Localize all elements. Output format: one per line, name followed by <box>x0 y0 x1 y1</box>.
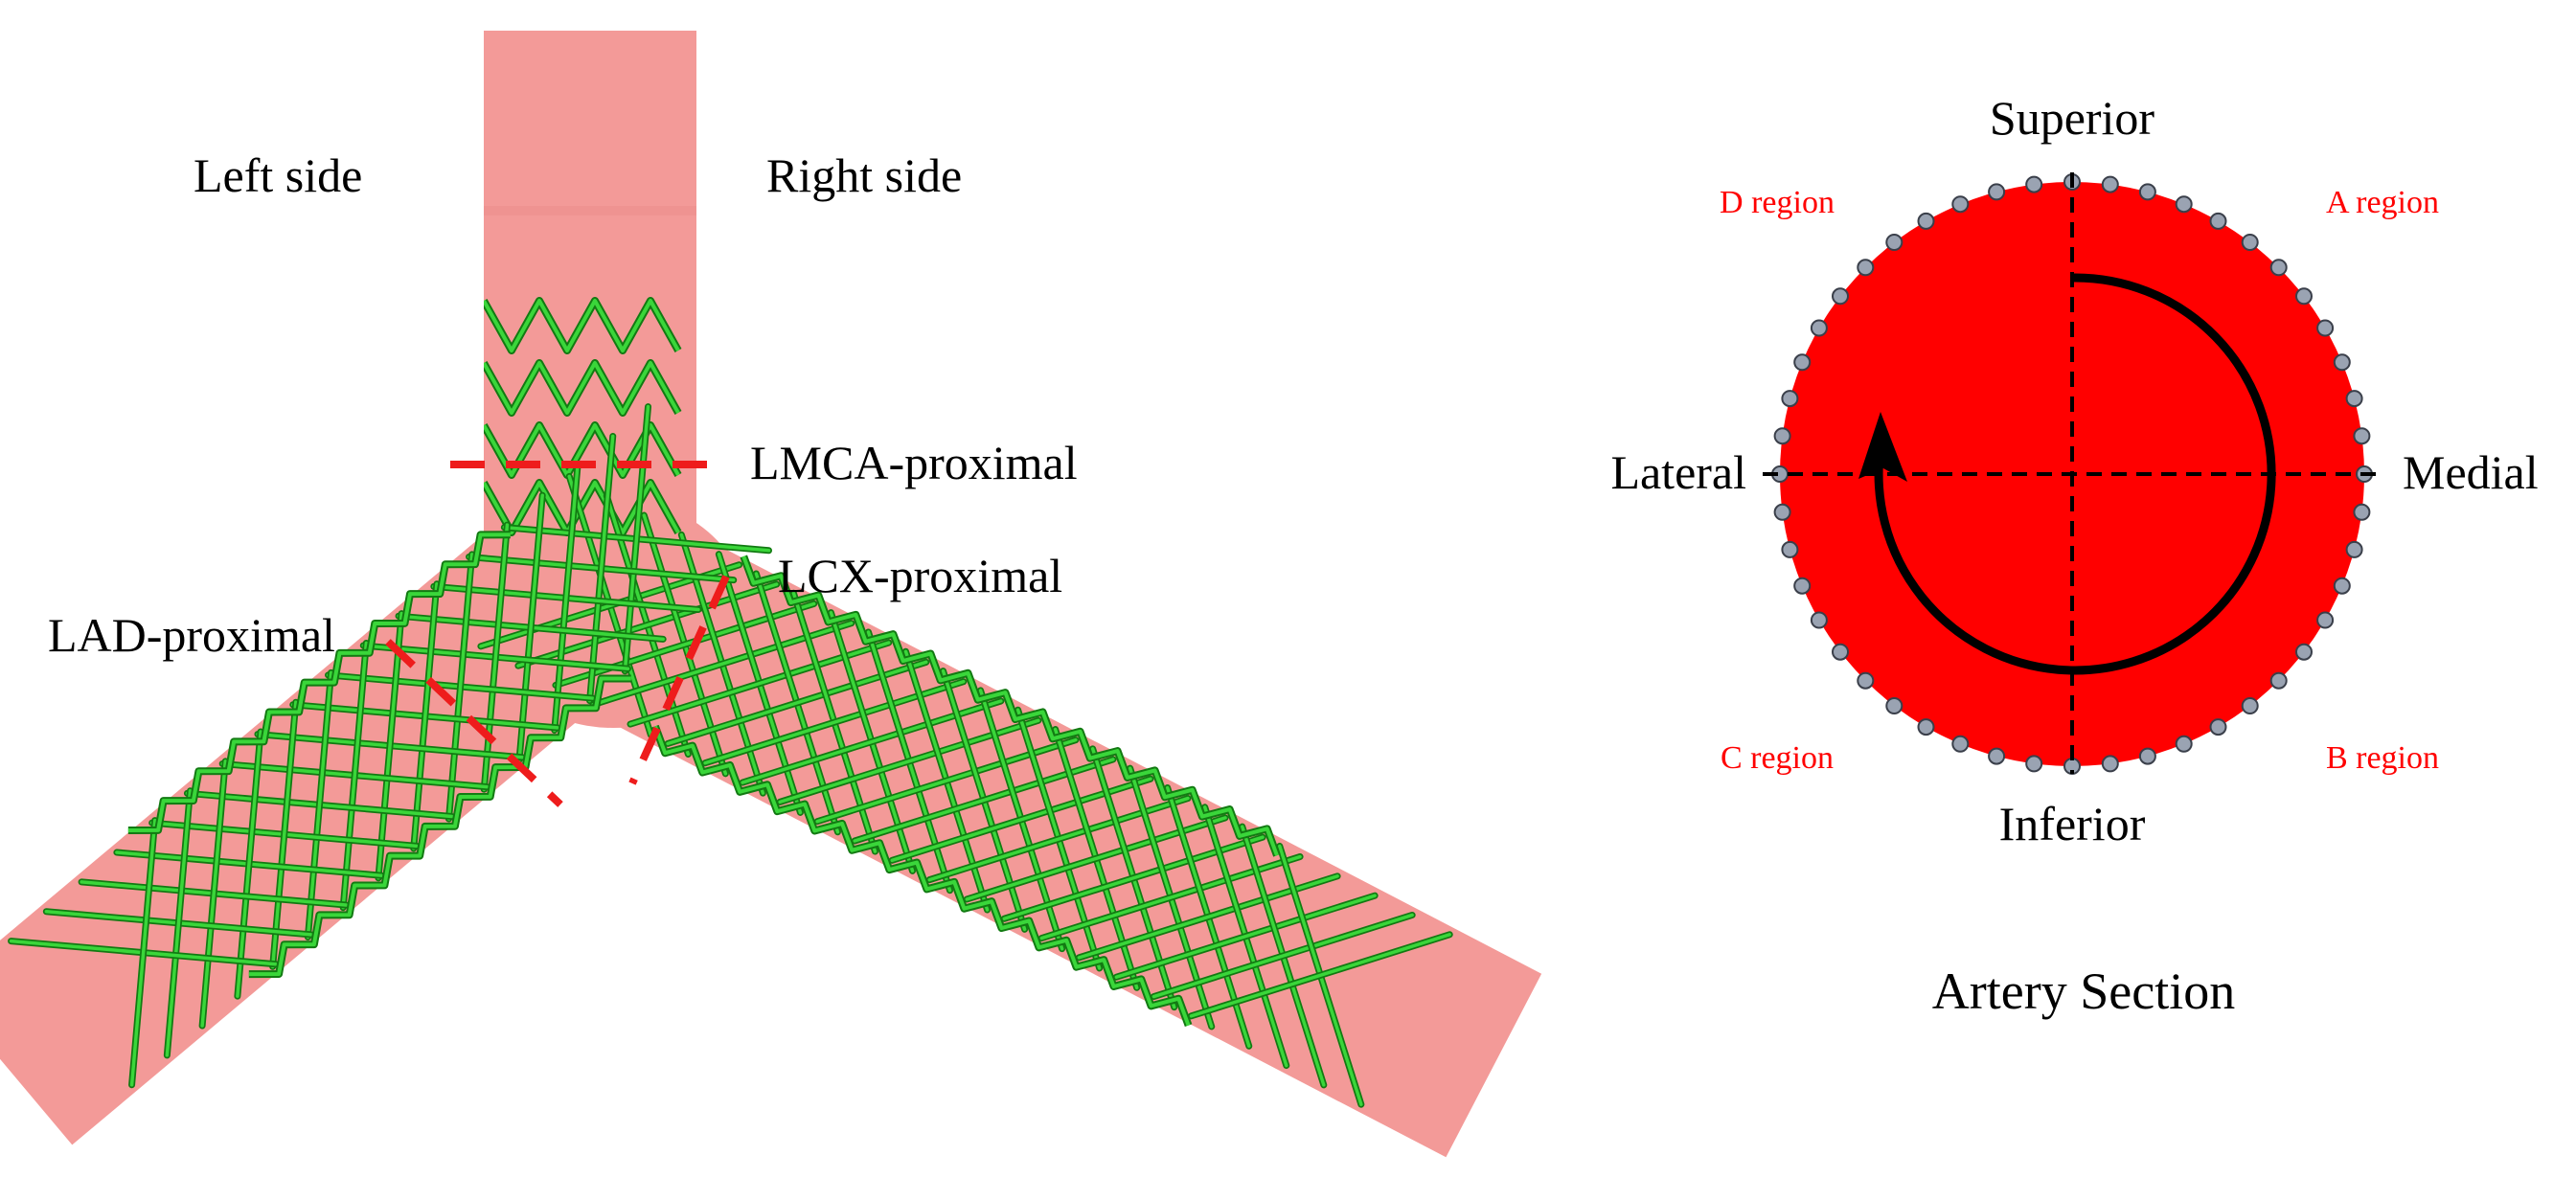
stent-strut <box>200 759 228 1028</box>
lcx-cut-line <box>628 575 730 785</box>
strut-node <box>1810 319 1828 337</box>
strut-node <box>2269 671 2288 690</box>
lcx-stent <box>477 472 1453 1108</box>
artery-section-title: Artery Section <box>1932 963 2235 1020</box>
strut-node <box>2209 212 2227 230</box>
strut-node <box>1793 353 1812 372</box>
strut-node <box>2316 319 2335 337</box>
strut-node <box>2316 611 2335 629</box>
stent-edge <box>248 676 631 977</box>
stent-strut <box>446 553 474 821</box>
strut-node <box>2333 353 2351 372</box>
strut-node <box>2269 259 2288 277</box>
lad-proximal-label: LAD-proximal <box>48 608 335 662</box>
rotation-direction-arrow <box>1874 273 2276 675</box>
stent-strut <box>517 493 544 762</box>
left-side-label: Left side <box>194 148 362 202</box>
strut-node <box>1773 427 1791 445</box>
lcx-vessel <box>613 540 1542 1158</box>
stent-strut <box>341 641 369 910</box>
strut-node <box>1773 503 1791 521</box>
stent-edge <box>741 555 1279 856</box>
stent-strut <box>1151 913 1414 999</box>
artery-section-diagram: Superior Inferior Lateral Medial D regio… <box>1610 91 2538 1020</box>
strut-node <box>2345 540 2363 558</box>
lad-stent <box>8 403 772 1089</box>
strut-node <box>2025 755 2043 773</box>
strut-node <box>2353 427 2371 445</box>
d-region-label: D region <box>1720 185 1835 220</box>
stent-strut <box>553 464 580 733</box>
lcx-proximal-label: LCX-proximal <box>778 549 1062 602</box>
lad-cut-line <box>385 639 563 807</box>
stent-strut-nodes <box>1771 173 2373 775</box>
strut-node <box>1832 643 1849 661</box>
lateral-label: Lateral <box>1610 445 1746 499</box>
stent-strut <box>270 700 298 969</box>
strut-node <box>2025 175 2043 193</box>
c-region-label: C region <box>1721 740 1834 776</box>
strut-node <box>2175 195 2193 214</box>
strut-node <box>1810 611 1828 629</box>
stent-strut <box>411 582 439 850</box>
arrowhead-icon <box>1858 412 1907 482</box>
stent-strut <box>165 789 193 1057</box>
vessel-shade <box>484 206 696 215</box>
medial-label: Medial <box>2403 445 2539 499</box>
stent-strut <box>623 404 650 673</box>
strut-node <box>1793 577 1812 595</box>
stent-strut <box>587 434 615 703</box>
stent-ring <box>484 299 680 352</box>
strut-node <box>2295 287 2313 306</box>
strut-node <box>2333 577 2351 595</box>
stent-edge <box>653 725 1191 1027</box>
lmca-vessel <box>484 31 696 555</box>
lmca-proximal-label: LMCA-proximal <box>750 436 1078 489</box>
a-region-label: A region <box>2326 185 2439 220</box>
strut-node <box>1857 671 1875 690</box>
stent-strut <box>129 818 157 1087</box>
strut-node <box>1781 390 1799 408</box>
strut-node <box>2241 697 2259 714</box>
inferior-label: Inferior <box>1999 797 2146 850</box>
stent-meshes <box>8 297 1453 1108</box>
strut-node <box>1951 735 1970 753</box>
strut-node <box>2353 503 2371 521</box>
strut-node <box>2138 183 2156 201</box>
strut-node <box>1988 183 2006 201</box>
strut-node <box>1832 287 1849 306</box>
lcx-stent-mesh <box>477 472 1453 1108</box>
stent-edge <box>127 532 511 832</box>
strut-node <box>1885 697 1904 714</box>
strut-node <box>2345 390 2363 408</box>
strut-node <box>2138 747 2156 765</box>
stent-strut <box>482 523 510 791</box>
stent-strut <box>236 730 262 998</box>
strut-node <box>1857 259 1875 277</box>
strut-node <box>2209 718 2227 736</box>
stent-ring <box>484 361 680 415</box>
strut-node <box>1885 234 1904 251</box>
stent-strut <box>376 611 403 880</box>
superior-label: Superior <box>1990 91 2155 145</box>
strut-node <box>2101 755 2119 773</box>
stent-strut <box>1114 894 1377 979</box>
strut-node <box>1917 718 1935 736</box>
right-side-label: Right side <box>766 148 962 202</box>
section-cut-markers <box>385 461 730 807</box>
stent-strut <box>1189 933 1451 1018</box>
strut-node <box>1917 212 1935 230</box>
stent-strut <box>306 670 333 940</box>
strut-node <box>1781 540 1799 558</box>
strut-node <box>2241 234 2259 251</box>
strut-node <box>1988 747 2006 765</box>
strut-node <box>1951 195 1970 214</box>
strut-node <box>2101 175 2119 193</box>
b-region-label: B region <box>2326 740 2439 776</box>
strut-node <box>2295 643 2313 661</box>
strut-node <box>2175 735 2193 753</box>
lad-stent-mesh <box>8 403 772 1089</box>
